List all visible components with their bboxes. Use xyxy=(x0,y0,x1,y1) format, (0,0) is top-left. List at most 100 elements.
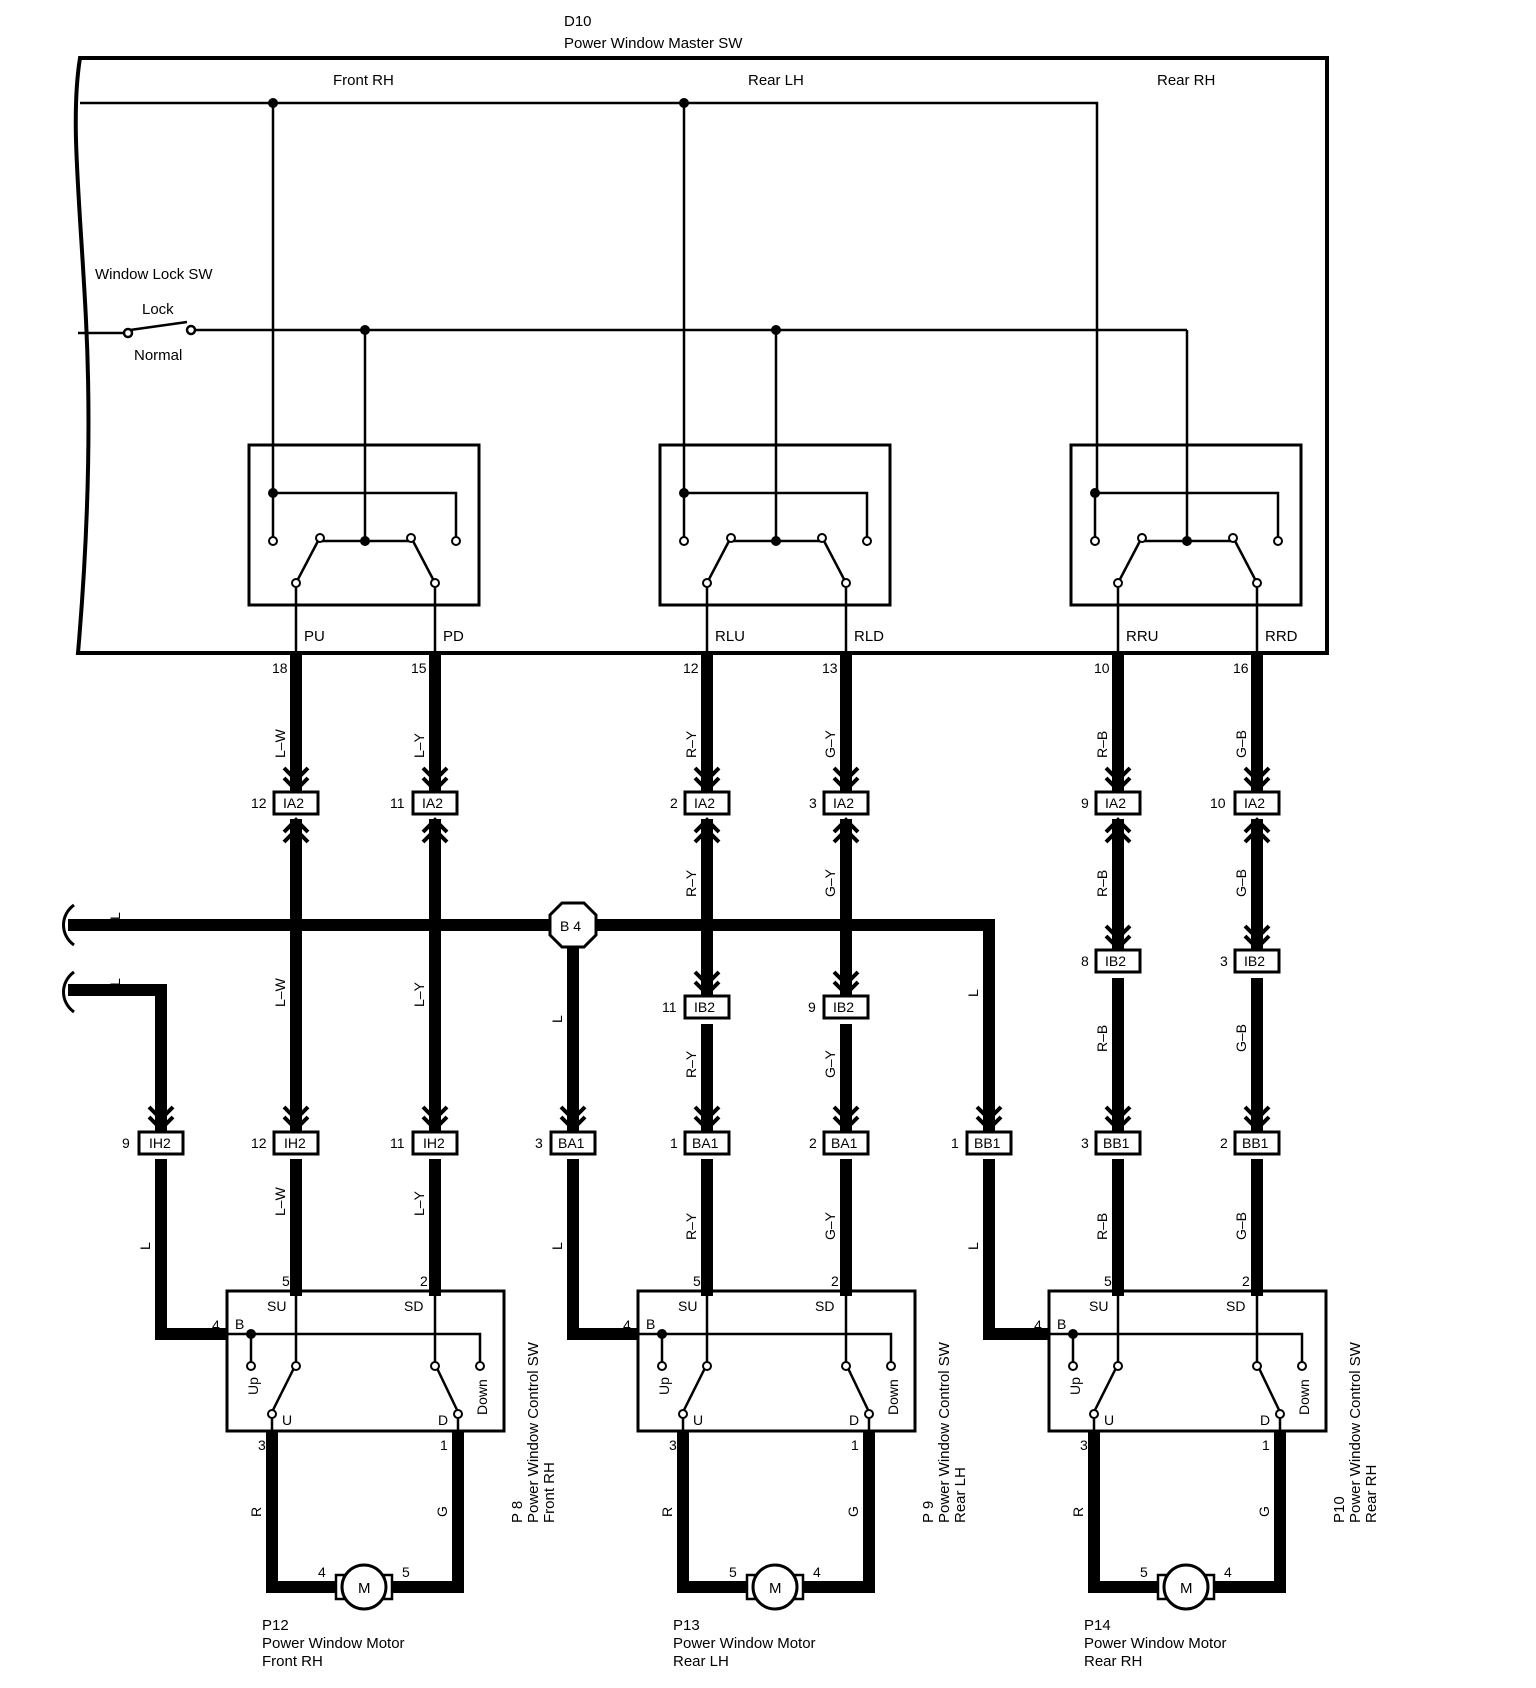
ctrl-su: SU xyxy=(267,1298,286,1314)
ih2-pin: 11 xyxy=(390,1135,405,1151)
conn-ih2-2: IH2 xyxy=(284,1135,306,1151)
terminal-pd: PD xyxy=(443,628,464,645)
connector-boxes xyxy=(137,790,1281,1156)
ctrl-sw-loc: Rear RH xyxy=(1363,1465,1380,1523)
master-feed-bus xyxy=(80,101,1099,493)
master-id: D10 xyxy=(564,13,592,30)
ctrl-b: B xyxy=(1057,1316,1066,1332)
terminal-pu: PU xyxy=(304,628,325,645)
wire-color: L xyxy=(965,989,981,997)
wire-color: G–B xyxy=(1233,730,1249,758)
wire-color: R xyxy=(659,1507,675,1517)
pin-b: 4 xyxy=(212,1317,220,1333)
wire-color: G–B xyxy=(1233,869,1249,897)
pin-sd: 2 xyxy=(420,1273,428,1289)
conn-ba1-3: BA1 xyxy=(831,1135,858,1151)
ctrl-up: Up xyxy=(1067,1377,1083,1395)
wire-color: G–B xyxy=(1233,1212,1249,1240)
control-switch-unit-3 xyxy=(1047,1289,1328,1433)
ih2-pin: 9 xyxy=(122,1135,130,1151)
motor-loc: Rear RH xyxy=(1084,1653,1142,1670)
section-front-rh: Front RH xyxy=(333,72,394,89)
wire-color: R xyxy=(1070,1507,1086,1517)
conn-ia2-1: IA2 xyxy=(283,795,304,811)
wire-color: L xyxy=(549,1015,565,1023)
master-pin: 18 xyxy=(272,660,288,676)
ctrl-su: SU xyxy=(1089,1298,1108,1314)
wire-color: R–Y xyxy=(683,1050,699,1078)
ctrl-sw-id: P 8 xyxy=(509,1501,526,1523)
ib2-pin: 3 xyxy=(1220,953,1228,969)
motor-id: P14 xyxy=(1084,1617,1111,1634)
ia2-pin: 2 xyxy=(670,795,678,811)
master-switch-rear-rh xyxy=(1069,443,1303,653)
ia2-pin: 10 xyxy=(1210,795,1226,811)
conn-ia2-4: IA2 xyxy=(833,795,854,811)
terminal-rld: RLD xyxy=(854,628,884,645)
wire-color: G–B xyxy=(1233,1024,1249,1052)
ctrl-u: U xyxy=(282,1412,292,1428)
conn-ib2-2: IB2 xyxy=(833,999,854,1015)
section-rear-lh: Rear LH xyxy=(748,72,804,89)
pin-su: 5 xyxy=(282,1273,290,1289)
wire-color: R–B xyxy=(1094,731,1110,758)
wire-color: G–Y xyxy=(822,729,838,758)
wire-color: L–W xyxy=(272,1186,288,1216)
pin-d: 1 xyxy=(1262,1437,1270,1453)
conn-bb1-3: BB1 xyxy=(1242,1135,1269,1151)
conn-ih2-1: IH2 xyxy=(149,1135,171,1151)
ctrl-sw-title: Power Window Control SW xyxy=(936,1341,953,1523)
junction-b4 xyxy=(548,901,598,949)
lock-label: Lock xyxy=(142,301,174,318)
ctrl-d: D xyxy=(438,1412,448,1428)
ia2-pin: 12 xyxy=(251,795,267,811)
ctrl-sd: SD xyxy=(1226,1298,1245,1314)
motor-pin: 5 xyxy=(1140,1564,1148,1580)
pin-su: 5 xyxy=(693,1273,701,1289)
ctrl-sw-id: P10 xyxy=(1331,1496,1348,1523)
master-pin: 15 xyxy=(411,660,427,676)
conn-ia2-5: IA2 xyxy=(1105,795,1126,811)
ba1-pin: 2 xyxy=(809,1135,817,1151)
motor-loc: Rear LH xyxy=(673,1653,729,1670)
section-rear-rh: Rear RH xyxy=(1157,72,1215,89)
motor-pin: 4 xyxy=(1224,1564,1232,1580)
wire-color: G–Y xyxy=(822,1211,838,1240)
bb1-pin: 3 xyxy=(1081,1135,1089,1151)
master-switch-box xyxy=(73,56,1329,655)
wire-color: R–Y xyxy=(683,730,699,758)
conn-ia2-2: IA2 xyxy=(422,795,443,811)
pin-sd: 2 xyxy=(831,1273,839,1289)
conn-bb1-1: BB1 xyxy=(974,1135,1001,1151)
ctrl-u: U xyxy=(1104,1412,1114,1428)
terminal-rrd: RRD xyxy=(1265,628,1298,645)
motor-title: Power Window Motor xyxy=(262,1635,405,1652)
wire-color: L–W xyxy=(272,977,288,1007)
ctrl-down: Down xyxy=(1296,1379,1312,1415)
wire-color: L xyxy=(137,1242,153,1250)
conn-ba1-2: BA1 xyxy=(692,1135,719,1151)
motor-pin: 4 xyxy=(318,1564,326,1580)
ctrl-up: Up xyxy=(656,1377,672,1395)
motor-title: Power Window Motor xyxy=(1084,1635,1227,1652)
ia2-pin: 9 xyxy=(1081,795,1089,811)
control-switch-unit-2 xyxy=(636,1289,917,1433)
ba1-pin: 3 xyxy=(535,1135,543,1151)
wire-color: L–Y xyxy=(411,1190,427,1216)
conn-ib2-1: IB2 xyxy=(694,999,715,1015)
conn-ih2-3: IH2 xyxy=(423,1135,445,1151)
pin-b: 4 xyxy=(1034,1317,1042,1333)
conn-ia2-6: IA2 xyxy=(1244,795,1265,811)
motor-pin: 4 xyxy=(813,1564,821,1580)
pin-u: 3 xyxy=(258,1437,266,1453)
motor-title: Power Window Motor xyxy=(673,1635,816,1652)
ib2-pin: 9 xyxy=(808,999,816,1015)
junction-b4-label: B 4 xyxy=(560,918,581,934)
wire-color: G xyxy=(434,1506,450,1517)
wire-color: R–B xyxy=(1094,870,1110,897)
master-switch-front-rh xyxy=(247,443,481,653)
pin-su: 5 xyxy=(1104,1273,1112,1289)
window-lock-sw-title: Window Lock SW xyxy=(95,266,213,283)
ctrl-b: B xyxy=(646,1316,655,1332)
motor-rear-lh: M 5 4 xyxy=(729,1563,821,1611)
